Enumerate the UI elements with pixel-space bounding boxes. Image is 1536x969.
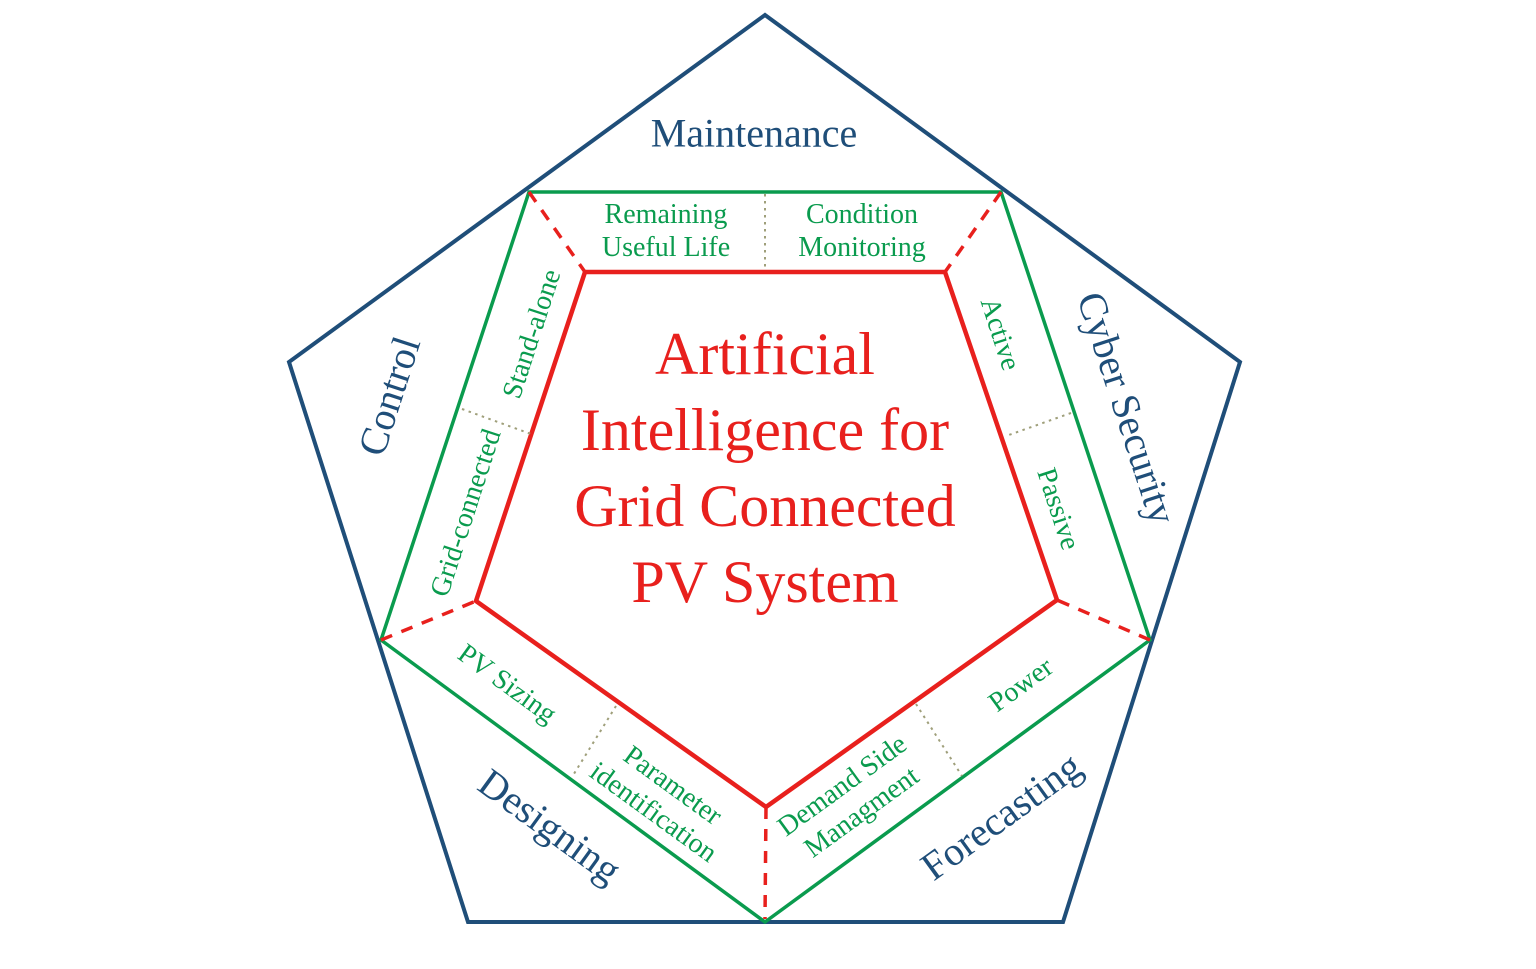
center-title: Artificial Intelligence for Grid Connect… (574, 316, 956, 620)
center-title-line1: Artificial (655, 321, 875, 387)
center-title-line2: Intelligence for (580, 397, 950, 463)
dashed-connector-top-left (527, 190, 587, 274)
center-title-line3: Grid Connected (574, 473, 956, 539)
middle-pentagon (378, 190, 1153, 925)
inner-pentagon (473, 269, 1060, 810)
condition-monitoring-line2: Monitoring (798, 232, 926, 263)
divider-control (461, 408, 532, 435)
dashed-connector-top-right (943, 190, 1003, 274)
divider-forecasting (915, 703, 963, 777)
remaining-useful-life-line2: Useful Life (601, 232, 731, 263)
dashed-connector-left (380, 599, 477, 642)
label-remaining-useful-life: Remaining Useful Life (602, 198, 730, 264)
remaining-useful-life-line1: Remaining (604, 198, 728, 230)
label-condition-monitoring: Condition Monitoring (798, 198, 926, 264)
divider-cyber-security (1005, 412, 1072, 437)
dashed-connector-right (1056, 598, 1151, 642)
condition-monitoring-line1: Condition (805, 198, 918, 230)
dashed-connector-bottom (763, 806, 768, 920)
center-title-line4: PV System (631, 549, 899, 615)
label-maintenance: Maintenance (650, 110, 858, 156)
